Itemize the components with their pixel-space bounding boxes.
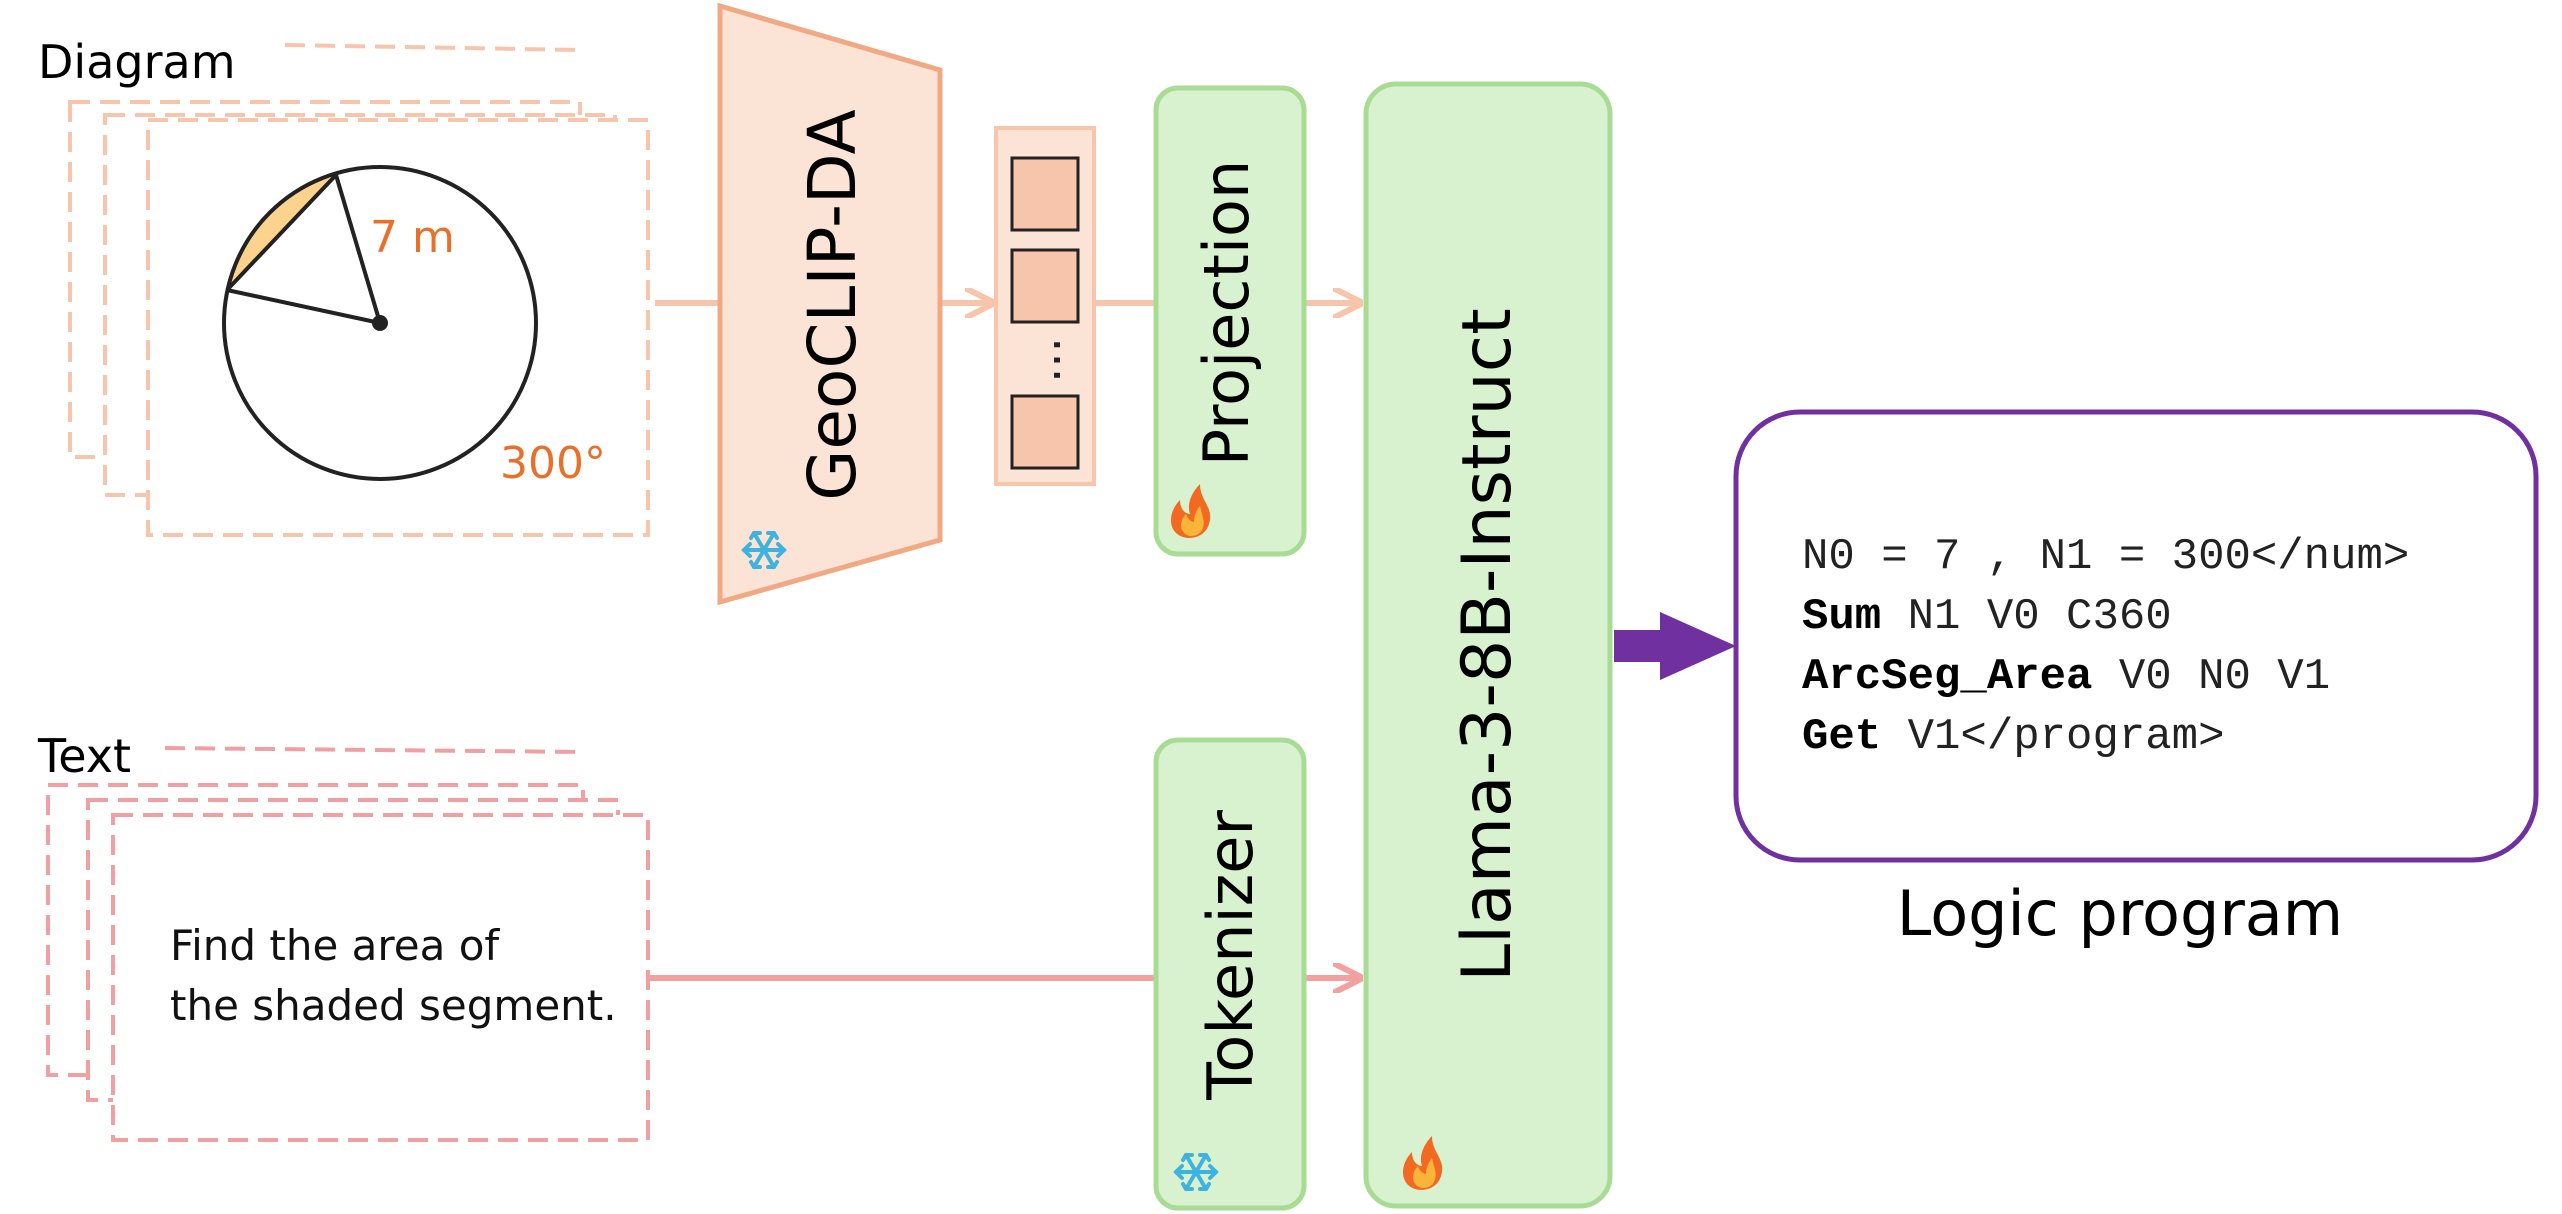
tokenizer-label: Tokenizer [1194,810,1267,1101]
token-box [1010,248,1080,324]
output-arrow [1614,612,1736,680]
snowflake-icon [741,531,787,569]
program-line-2: Sum N1 V0 C360 [1802,592,2172,642]
logic-program-output: N0 = 7 , N1 = 300</num> Sum N1 V0 C360 A… [1733,409,2539,950]
tokenizer-block: Tokenizer [1153,737,1307,1211]
program-line-3-op: ArcSeg_Area [1802,652,2092,702]
question-line-2: the shaded segment. [170,981,617,1030]
circle-outline [222,165,538,481]
radius-line-a [334,174,382,324]
projection-label: Projection [1190,160,1263,467]
program-line-2-op: Sum [1802,592,1881,642]
angle-label: 300° [500,438,606,489]
encoder-block: GeoCLIP-DA [717,2,943,606]
tokenizer-shape [1153,737,1307,1211]
encoder-label: GeoCLIP-DA [794,109,871,500]
program-line-3: ArcSeg_Area V0 N0 V1 [1802,652,2330,702]
program-line-4-op: Get [1802,712,1881,762]
encoder-shape [717,2,943,606]
program-line-1-args: N0 = 7 , N1 = 300</num> [1802,532,2409,582]
text-input: Text Find the area of the shaded segment… [37,729,650,1142]
program-line-4-args: V1</program> [1881,712,2224,762]
projection-block: Projection [1153,85,1307,557]
program-line-3-args: V0 N0 V1 [2092,652,2330,702]
program-line-4: Get V1</program> [1802,712,2224,762]
output-box [1733,409,2539,863]
token-box [1010,156,1080,232]
output-caption: Logic program [1897,877,2343,950]
center-point [372,315,388,331]
fire-icon [1402,1136,1443,1190]
diagram-stack-frames [68,43,650,537]
snowflake-icon [1173,1153,1219,1191]
radius-line-b [226,288,381,325]
fire-icon [1170,484,1211,538]
diagram-input: Diagram 7 m 300° [38,35,650,537]
chord-line [225,173,338,292]
circle-figure: 7 m 300° [222,165,606,489]
diagram-label: Diagram [38,35,236,89]
llm-label: Llama-3-8B-Instruct [1448,308,1527,982]
text-label: Text [37,729,131,783]
llm-shape [1363,81,1613,1209]
visual-tokens: ... [994,126,1096,486]
program-line-2-args: N1 V0 C360 [1881,592,2171,642]
program-line-1: N0 = 7 , N1 = 300</num> [1802,532,2409,582]
token-box [1010,394,1080,470]
llm-block: Llama-3-8B-Instruct [1363,81,1613,1209]
tokens-ellipsis: ... [1016,337,1072,383]
text-stack-frames [46,746,650,1142]
question-line-1: Find the area of [170,921,500,970]
radius-label: 7 m [370,212,455,263]
projection-shape [1153,85,1307,557]
